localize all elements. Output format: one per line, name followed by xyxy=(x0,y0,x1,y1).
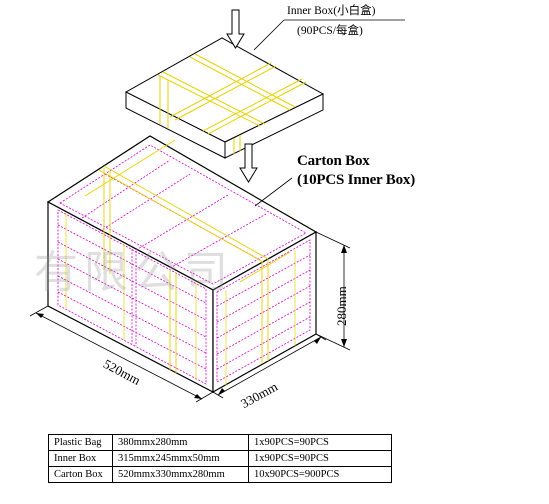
inner-box-tape xyxy=(157,53,307,154)
inner-box-subtitle: (90PCS/每盒) xyxy=(297,25,363,37)
inner-box-side xyxy=(224,93,324,159)
table-row: Plastic Bag 380mmx280mm 1x90PCS=90PCS xyxy=(48,434,392,451)
inner-box-title: Inner Box(小白盒) xyxy=(287,5,376,17)
carton-box-drawing xyxy=(46,135,318,394)
inner-box-leader xyxy=(253,19,285,51)
spec-size: 520mmx330mmx280mm xyxy=(112,466,249,483)
spec-name: Carton Box xyxy=(48,466,113,483)
spec-size: 380mmx280mm xyxy=(112,434,249,451)
spec-size: 315mmx245mmx50mm xyxy=(112,450,249,467)
inner-box-arrow xyxy=(226,9,245,49)
dimension-arrows xyxy=(36,245,347,399)
spec-name: Inner Box xyxy=(48,450,113,467)
spec-name: Plastic Bag xyxy=(48,434,113,451)
spec-table: Plastic Bag 380mmx280mm 1x90PCS=90PCS In… xyxy=(48,434,392,483)
inner-box-drawing xyxy=(124,9,405,159)
dimension-lines xyxy=(29,231,351,403)
carton-box-leader xyxy=(254,177,293,207)
carton-inner-boxes-side xyxy=(216,239,311,383)
carton-inner-boxes-front xyxy=(57,209,207,385)
spec-table-body: Plastic Bag 380mmx280mm 1x90PCS=90PCS In… xyxy=(48,434,392,483)
dimension-height: 280mm xyxy=(334,286,349,326)
carton-box-arrow xyxy=(239,143,258,183)
table-row: Inner Box 315mmx245mmx50mm 1x90PCS=90PCS xyxy=(48,450,392,467)
spec-qty: 10x90PCS=900PCS xyxy=(248,466,392,483)
carton-tape-front xyxy=(65,212,296,386)
carton-tape xyxy=(84,139,291,373)
carton-box-title: Carton Box xyxy=(297,153,370,169)
carton-box-subtitle: (10PCS Inner Box) xyxy=(297,172,415,188)
spec-qty: 1x90PCS=90PCS xyxy=(248,434,392,451)
table-row: Carton Box 520mmx330mmx280mm 10x90PCS=90… xyxy=(48,466,392,483)
inner-box-top xyxy=(124,37,325,143)
spec-qty: 1x90PCS=90PCS xyxy=(248,450,392,467)
